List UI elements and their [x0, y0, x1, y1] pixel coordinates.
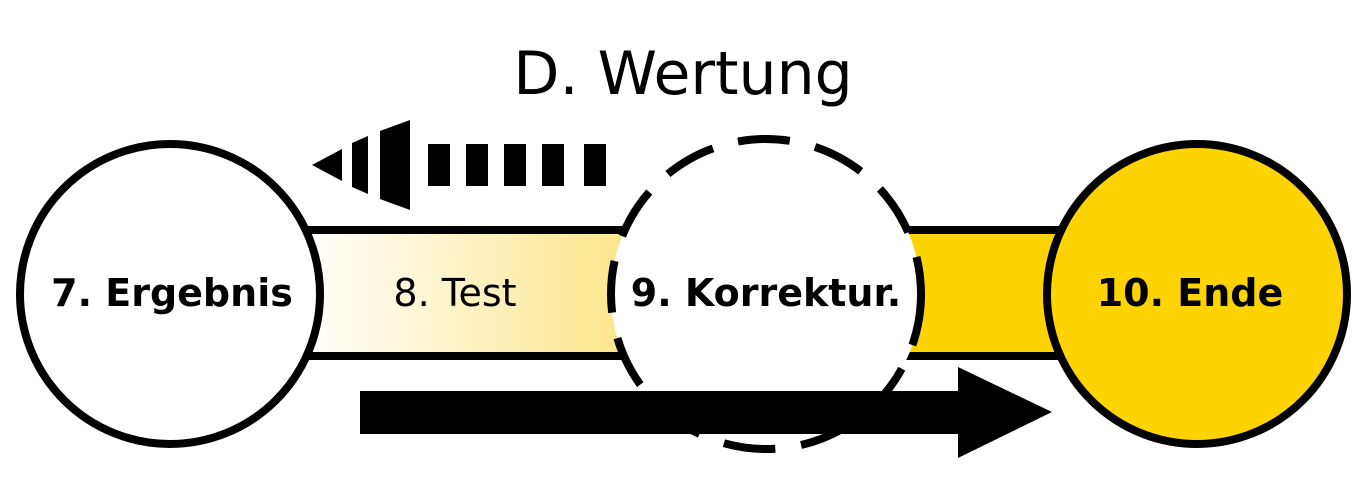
korrektur-node: [607, 135, 925, 453]
ergebnis-node: [16, 140, 324, 448]
backward-arrow: [312, 120, 606, 210]
test-bar: [300, 230, 630, 356]
backward-arrow-segment: [584, 144, 606, 186]
ende-node: [1043, 140, 1351, 448]
korrektur-label: 9. Korrektur.: [631, 271, 902, 315]
test-label: 8. Test: [393, 271, 516, 315]
backward-arrow-segment: [352, 136, 368, 194]
diagram-title: D. Wertung: [513, 39, 852, 109]
ergebnis-label: 7. Ergebnis: [51, 271, 293, 315]
backward-arrow-segment: [466, 144, 488, 186]
backward-arrow-head: [312, 149, 342, 181]
ende-label: 10. Ende: [1097, 271, 1284, 315]
forward-arrow: [360, 367, 1052, 458]
backward-arrow-segment: [542, 144, 564, 186]
backward-arrow-segment: [380, 120, 410, 210]
backward-arrow-segment: [504, 144, 526, 186]
backward-arrow-segment: [428, 144, 450, 186]
